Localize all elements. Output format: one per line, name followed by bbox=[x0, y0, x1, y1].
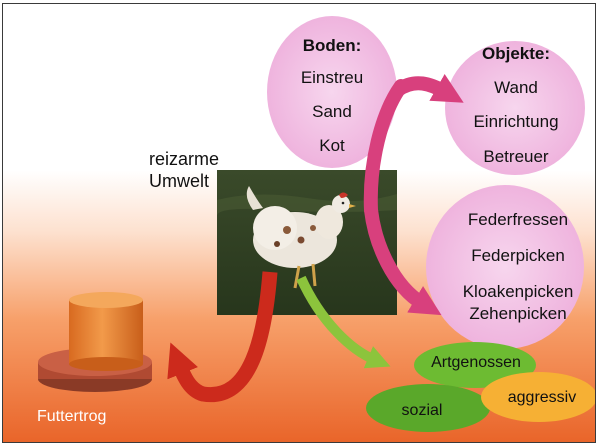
behavior-item: Kloakenpicken bbox=[453, 282, 583, 302]
slide: reizarme Umwelt Boden: Einstreu Sand Kot… bbox=[2, 3, 596, 443]
environment-label-line1: reizarme bbox=[149, 149, 219, 170]
behavior-item: Federfressen bbox=[453, 210, 583, 230]
arrow-to-objects bbox=[398, 83, 445, 92]
environment-label-line2: Umwelt bbox=[149, 171, 209, 192]
soil-item: Kot bbox=[295, 136, 369, 156]
behavior-item: Federpicken bbox=[453, 246, 583, 266]
soil-item: Sand bbox=[295, 102, 369, 122]
peers-label: Artgenossen bbox=[421, 354, 531, 372]
arrow-to-trough bbox=[179, 272, 270, 395]
social-label: sozial bbox=[387, 402, 457, 420]
trough-label: Futtertrog bbox=[37, 408, 106, 426]
soil-title: Boden: bbox=[295, 36, 369, 56]
arrow-to-soil bbox=[371, 86, 401, 210]
objects-item: Einrichtung bbox=[461, 112, 571, 132]
arrow-to-peers bbox=[301, 278, 375, 360]
aggressive-label: aggressiv bbox=[497, 389, 587, 407]
behavior-item: Zehenpicken bbox=[453, 304, 583, 324]
objects-title: Objekte: bbox=[461, 44, 571, 64]
soil-item: Einstreu bbox=[295, 68, 369, 88]
objects-item: Betreuer bbox=[461, 147, 571, 167]
arrow-to-behaviors bbox=[371, 210, 423, 304]
objects-item: Wand bbox=[461, 78, 571, 98]
